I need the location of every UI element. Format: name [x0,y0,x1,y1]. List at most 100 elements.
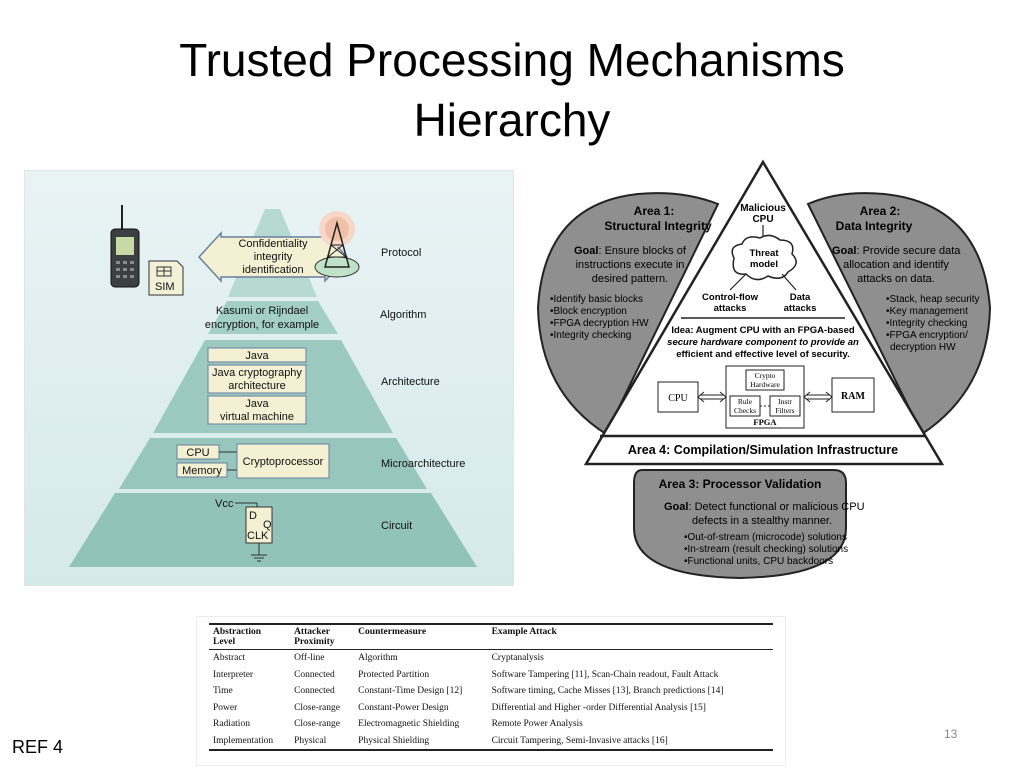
java-crypto-box [207,364,307,394]
table-cell: Connected [294,686,335,697]
header-countermeasure: Countermeasure [358,627,427,637]
area1-goal-2: instructions execute in [576,259,685,271]
cryptoprocessor-box [236,443,330,479]
table-cell: Cryptanalysis [491,653,544,664]
java-label: Java [245,350,269,362]
header-example-attack: Example Attack [491,627,557,637]
jvm-label-2: virtual machine [220,411,294,423]
table-cell: Algorithm [358,653,398,664]
rule-checks-1: Rule [738,397,753,406]
level-protocol: Protocol [381,247,421,259]
protocol-text-2: integrity [254,251,293,263]
jvm-box [207,395,307,425]
algorithm-text-2: encryption, for example [205,319,319,331]
diagram-arrows [697,391,833,407]
table-cell: Protected Partition [358,669,430,680]
area1-goal-3: desired pattern. [592,273,668,285]
area1-bullet-4: •Integrity checking [550,330,631,341]
area2-bullet-1: •Stack, heap security [886,294,980,305]
sim-card-icon [148,260,184,296]
table-row: Power Close-range Constant-Power Design … [209,700,773,717]
rule-checks-2: Checks [734,406,756,415]
protocol-text-3: identification [242,264,303,276]
level-architecture: Architecture [381,376,440,388]
pyramid-figure: SIM Confidentiality integrity identifica… [24,170,514,586]
table-cell: Physical Shielding [358,735,430,746]
area1-bullet-2: •Block encryption [550,306,627,317]
table-row: Abstract Off-line Algorithm Cryptanalysi… [209,650,773,667]
control-flow-2: attacks [714,303,747,314]
table-cell: Radiation [213,719,250,730]
cpu-diagram-label: CPU [668,393,688,404]
triangle-figure: Area 1: Structural Integrity Goal: Ensur… [534,158,998,586]
area3-title: Area 3: Processor Validation [659,477,822,491]
pyramid-layer-algorithm [208,301,338,334]
cpu-diagram-box [657,381,699,413]
pyramid-layer-circuit [69,493,477,567]
flip-flop-clk: CLK [247,530,269,542]
java-crypto-label-1: Java cryptography [212,367,302,379]
table-cell: Implementation [213,735,274,746]
area1-title-1: Area 1: [634,204,675,218]
table-cell: Power [213,702,238,713]
table-cell: Electromagnetic Shielding [358,719,460,730]
table-cell: Circuit Tampering, Semi-Invasive attacks… [491,735,668,746]
table-cell: Connected [294,669,335,680]
crypto-hw-1: Crypto [755,371,776,380]
area3-shape [633,469,847,580]
area3-goal-2: defects in a stealthy manner. [692,515,832,527]
level-circuit: Circuit [381,520,412,532]
jvm-label-1: Java [245,398,269,410]
page-number: 13 [944,727,958,741]
table-cell: Abstract [213,653,246,664]
threat-model-2: model [750,259,778,270]
table-cell: Constant-Time Design [12] [358,686,463,697]
fpga-label: FPGA [753,417,777,427]
table-cell: Physical [294,735,327,746]
flip-flop-d: D [249,510,257,522]
cell-tower-icon [314,211,360,278]
table-cell: Interpreter [213,669,254,680]
data-attacks-2: attacks [784,303,817,314]
table-cell: Close-range [294,719,340,730]
crypto-hw-2: Hardware [750,380,780,389]
ram-diagram-label: RAM [841,391,865,402]
protocol-text-1: Confidentiality [238,238,308,250]
area2-bullet-3: •Integrity checking [886,318,967,329]
pyramid-svg: SIM Confidentiality integrity identifica… [69,205,477,567]
table-cell: Software timing, Cache Misses [13], Bran… [491,686,724,697]
level-algorithm: Algorithm [380,309,426,321]
instr-filters-2: Filters [775,406,794,415]
threat-model-cloud [731,234,797,281]
malicious-cpu-2: CPU [752,214,773,225]
table-cell: Close-range [294,702,340,713]
table-cell: Off-line [294,653,325,664]
reference-label: REF 4 [12,737,64,757]
triangle-svg: Area 1: Structural Integrity Goal: Ensur… [536,159,992,580]
vcc-label: Vcc [215,498,234,510]
table-row: Implementation Physical Physical Shieldi… [209,733,773,750]
algorithm-text-1: Kasumi or Rijndael [216,305,308,317]
area1-title-2: Structural Integrity [604,219,712,233]
area2-bullet-2: •Key management [886,306,968,317]
table-cell: Differential and Higher -order Different… [491,702,706,713]
area1-bullet-1: •Identify basic blocks [550,294,643,305]
area3-bullet-2: •In-stream (result checking) solutions [684,544,848,555]
slide-title-line-1: Trusted Processing Mechanisms [179,34,845,86]
table-row: Radiation Close-range Electromagnetic Sh… [209,716,773,733]
idea-line-1: Idea: Augment CPU with an FPGA-based [671,325,855,336]
table-cell: Time [213,686,233,697]
table-cell: Software Tampering [11], Scan-Chain read… [491,669,719,680]
area1-shape [536,192,720,436]
cryptoprocessor-label: Cryptoprocessor [243,456,324,468]
table-row: Interpreter Connected Protected Partitio… [209,667,773,684]
area2-bullet-5: decryption HW [890,342,956,353]
area2-shape [806,192,992,436]
instr-filters-1: Instr [778,397,792,406]
table-cell: Constant-Power Design [358,702,449,713]
data-attacks-1: Data [790,292,811,303]
